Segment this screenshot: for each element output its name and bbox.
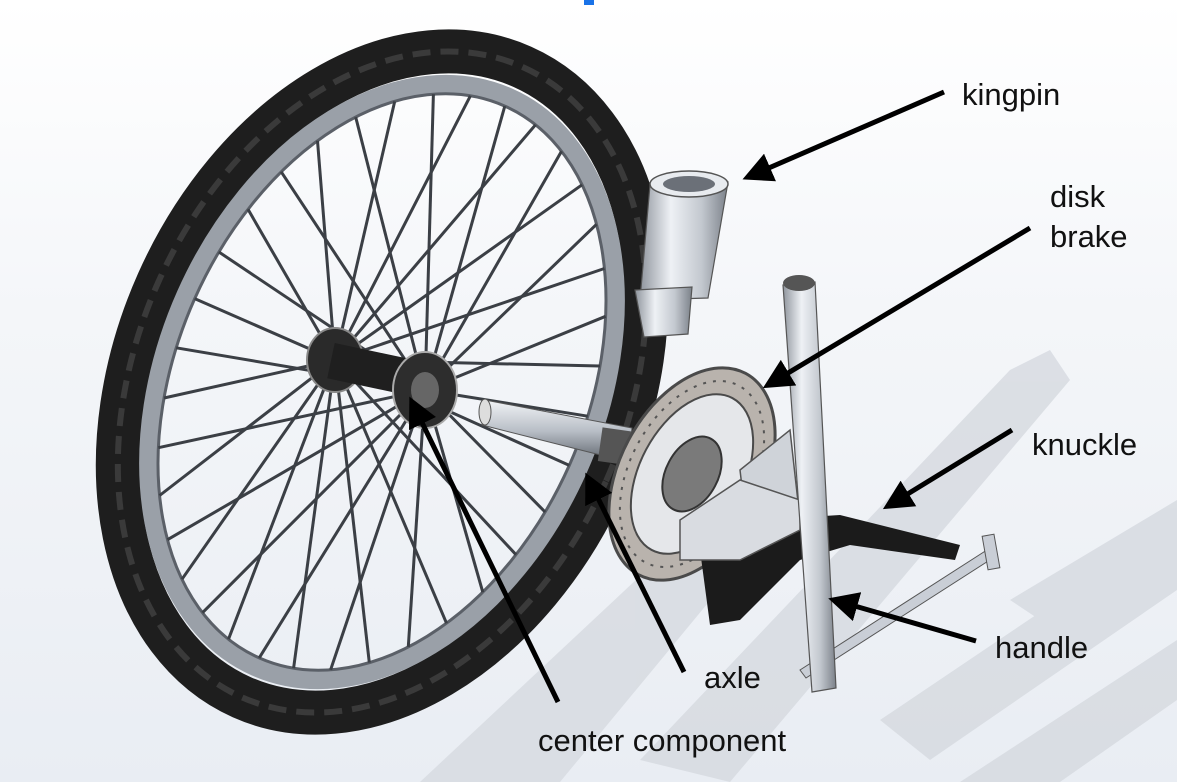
spoke [333, 101, 397, 361]
kingpin-label: kingpin [962, 77, 1061, 112]
center-component-label: center component [538, 723, 787, 758]
spoke [329, 389, 427, 671]
spoke [166, 388, 426, 541]
spoke [423, 105, 507, 391]
spoke [257, 389, 427, 659]
knuckle-label: knuckle [1032, 427, 1138, 462]
spoke [333, 359, 371, 663]
spoke [201, 388, 427, 614]
hub [306, 327, 458, 429]
spoke [333, 95, 472, 361]
spoke [423, 150, 563, 391]
spoke [180, 359, 337, 581]
brake-label: brake [1050, 219, 1128, 254]
handle-bar [799, 533, 1001, 679]
handle-arrow [828, 592, 977, 644]
kingpin-part [634, 170, 729, 338]
top-blue-mark [584, 0, 594, 5]
kingpin-arrow [742, 89, 945, 182]
wheel [95, 29, 669, 735]
axle-label: axle [704, 660, 761, 695]
spoke [316, 140, 337, 361]
spoke [423, 94, 435, 391]
knuckle-arrow [882, 427, 1014, 510]
center-component-arrow [409, 396, 561, 704]
leader-arrows [409, 89, 1032, 704]
spoke [334, 267, 605, 362]
disk-brake-arrow [762, 225, 1032, 389]
rim [139, 74, 625, 690]
spoke [333, 123, 537, 361]
spoke [334, 183, 583, 362]
handle-label: handle [995, 630, 1089, 665]
axle-arrow [585, 472, 687, 674]
spoke [333, 358, 518, 556]
knuckle-part [679, 428, 960, 625]
spoke [227, 359, 337, 640]
spoke [158, 388, 426, 450]
disk-label: disk [1050, 179, 1106, 214]
spoke [406, 389, 427, 647]
